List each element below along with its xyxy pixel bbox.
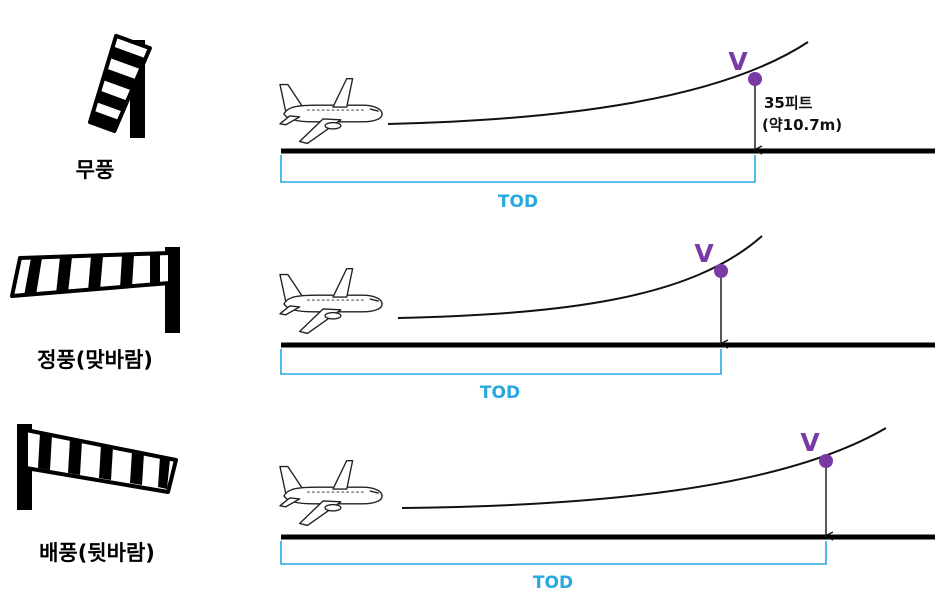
climb-path xyxy=(401,427,887,509)
tod-label: TOD xyxy=(498,192,538,212)
climb-path xyxy=(387,41,809,125)
height-note-line1: 35피트 xyxy=(764,94,813,112)
v-label: V xyxy=(694,239,714,268)
windsock-icon xyxy=(10,247,180,333)
airplane-icon xyxy=(279,78,383,145)
airplane-icon xyxy=(279,268,383,335)
v-point xyxy=(714,264,728,278)
condition-label-calm: 무풍 xyxy=(76,158,115,182)
condition-label-headwind: 정풍(맞바람) xyxy=(37,348,153,372)
v-point xyxy=(819,454,833,468)
panel-tailwind: 배풍(뒷바람) V TOD xyxy=(17,424,935,593)
condition-label-tailwind: 배풍(뒷바람) xyxy=(39,541,155,565)
airplane-icon xyxy=(279,460,383,527)
tod-label: TOD xyxy=(533,573,573,593)
windsock-icon xyxy=(88,33,152,138)
v-point xyxy=(748,72,762,86)
panel-calm: 무풍 V 35피트 (약10.7m) TOD xyxy=(76,33,935,212)
climb-path xyxy=(397,235,763,319)
height-note-line2: (약10.7m) xyxy=(762,116,842,134)
windsock-icon xyxy=(17,424,178,510)
tod-label: TOD xyxy=(480,383,520,403)
panel-headwind: 정풍(맞바람) V TOD xyxy=(10,235,935,403)
tod-bracket xyxy=(280,349,722,375)
tod-bracket xyxy=(280,155,756,183)
v-label: V xyxy=(800,428,820,457)
tod-bracket xyxy=(280,541,827,565)
v-label: V xyxy=(728,47,748,76)
